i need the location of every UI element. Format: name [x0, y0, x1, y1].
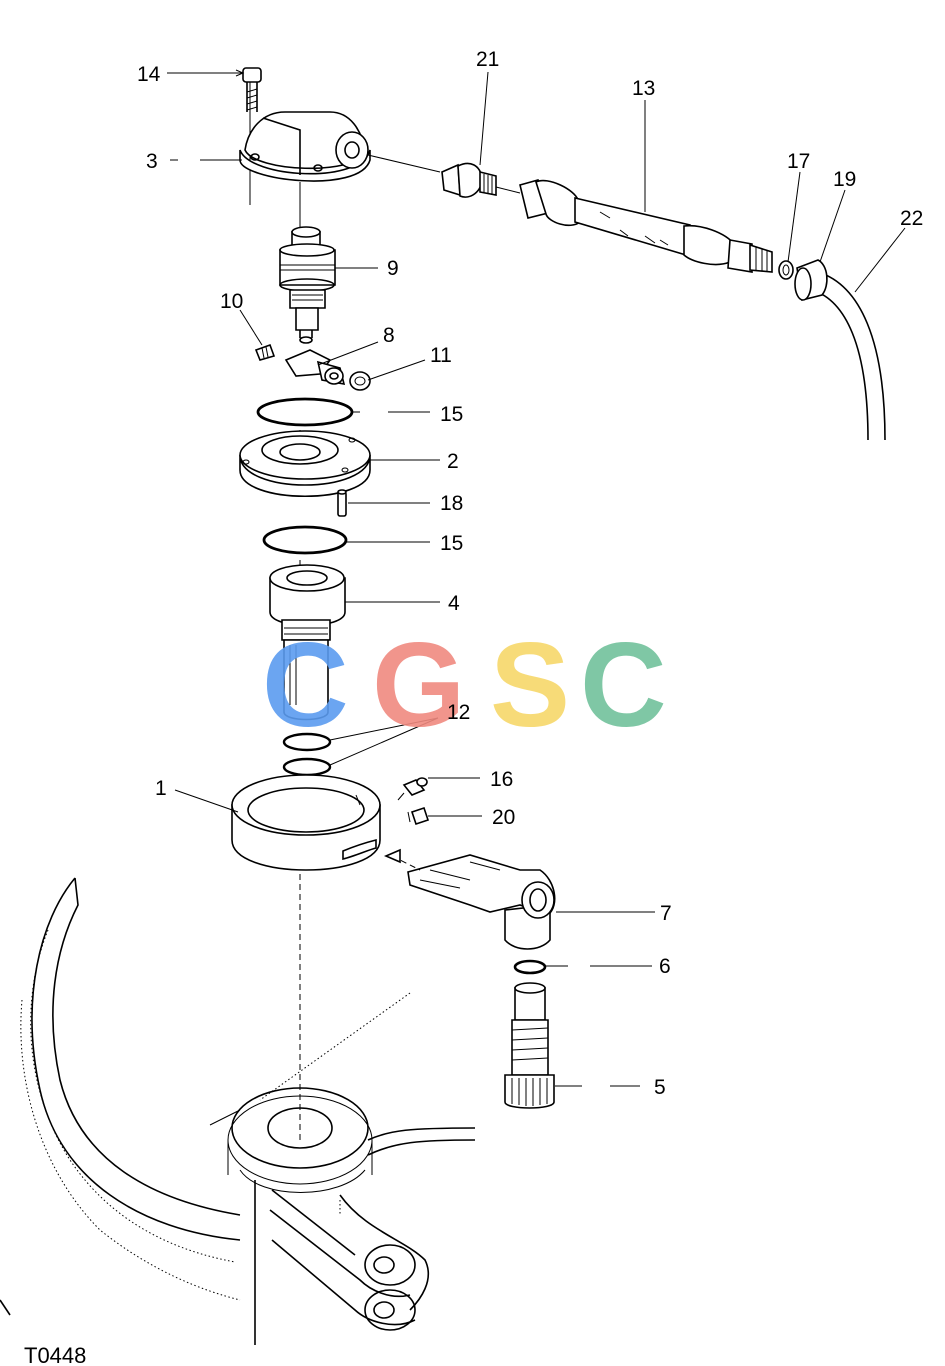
cover-3 — [239, 111, 371, 182]
callout-2: 2 — [447, 450, 459, 473]
seal-11-inner — [354, 376, 366, 386]
plug-20 — [407, 806, 430, 826]
callout-6: 6 — [659, 955, 671, 978]
grease-nipple-16 — [397, 777, 428, 801]
swivel-body-4 — [269, 564, 346, 721]
callout-3: 3 — [146, 150, 158, 173]
callout-11: 11 — [430, 344, 452, 367]
washer-6 — [513, 959, 547, 975]
bolt-14 — [242, 67, 262, 112]
swivel-block-8 — [284, 349, 346, 386]
callout-4: 4 — [448, 592, 460, 615]
callout-8: 8 — [383, 324, 395, 347]
callout-labels: 14 3 21 13 17 19 22 9 10 8 11 15 2 18 15… — [137, 48, 923, 1099]
watermark-letter-g: G — [372, 618, 465, 752]
pin-5 — [504, 982, 555, 1109]
lever-7 — [407, 854, 556, 950]
callout-12: 12 — [447, 701, 470, 724]
callout-20: 20 — [492, 806, 515, 829]
spool-9 — [279, 226, 336, 344]
callout-16: 16 — [490, 768, 513, 791]
o-ring-17 — [778, 260, 794, 280]
callout-7: 7 — [660, 902, 672, 925]
o-ring-15-lower — [262, 525, 348, 555]
lever-insert-arrow-head — [383, 848, 401, 864]
callout-15-upper: 15 — [440, 403, 463, 426]
watermark-letter-s: S — [490, 618, 570, 752]
callout-10: 10 — [220, 290, 243, 313]
swivel-ring-1 — [231, 774, 381, 871]
rings-12 — [282, 732, 332, 777]
machine-frame — [0, 877, 476, 1345]
o-ring-15-upper — [256, 397, 354, 427]
callout-9: 9 — [387, 257, 399, 280]
watermark-cgsc: C G S C — [262, 618, 667, 752]
o-ring-17-inner — [782, 264, 790, 276]
callout-13: 13 — [632, 77, 655, 100]
plate-2 — [239, 430, 371, 497]
callout-5: 5 — [654, 1076, 666, 1099]
callout-19: 19 — [833, 168, 856, 191]
set-screw-10 — [254, 343, 276, 361]
callout-14: 14 — [137, 63, 161, 86]
callout-17: 17 — [787, 150, 810, 173]
watermark-letter-c2: C — [580, 618, 667, 752]
cover-to-fitting-line — [367, 154, 441, 173]
hose-22-with-nut-19 — [794, 259, 886, 441]
hose-13 — [519, 179, 773, 273]
callout-22: 22 — [900, 207, 923, 230]
pin-18 — [337, 489, 347, 517]
adapter-to-hose-line — [495, 186, 521, 194]
adapter-21 — [441, 162, 497, 198]
callout-15-lower: 15 — [440, 532, 463, 555]
seal-11 — [349, 371, 371, 391]
drawing-code: T0448 — [24, 1343, 86, 1366]
callout-21: 21 — [476, 48, 499, 71]
leader-lines — [167, 69, 906, 1087]
callout-1: 1 — [155, 777, 167, 800]
watermark-letter-c1: C — [262, 618, 349, 752]
callout-18: 18 — [440, 492, 463, 515]
